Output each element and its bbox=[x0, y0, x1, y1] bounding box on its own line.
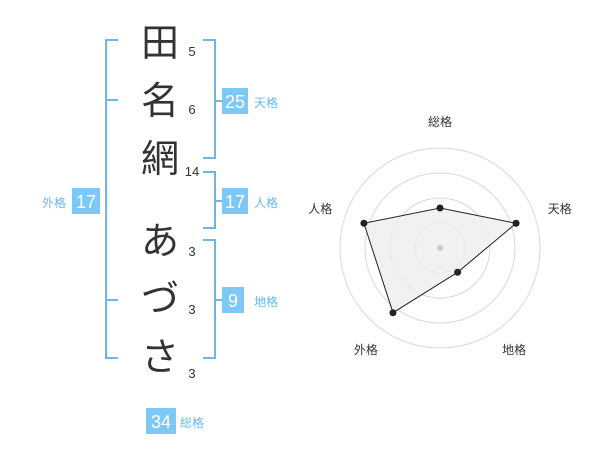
chikaku-bracket bbox=[203, 239, 216, 359]
radar-axis-label-5: 人格 bbox=[308, 201, 332, 216]
soukaku-badge bbox=[146, 408, 176, 434]
radar-point-2 bbox=[512, 219, 520, 227]
stroke-count-2: 6 bbox=[188, 102, 195, 117]
name-char-2: 名 bbox=[141, 79, 179, 123]
chikaku-badge bbox=[222, 287, 244, 313]
radar-axis-label-4: 外格 bbox=[354, 342, 378, 357]
radar-points bbox=[360, 204, 520, 317]
stroke-count-6: 3 bbox=[188, 366, 195, 381]
gaikaku-label: 外格 bbox=[42, 195, 66, 210]
soukaku-value: 34 bbox=[151, 412, 171, 432]
name-char-6: さ bbox=[141, 335, 179, 379]
stroke-count-3: 14 bbox=[185, 164, 199, 179]
radar-ring-4 bbox=[339, 147, 541, 349]
radar-point-1 bbox=[436, 204, 444, 212]
radar-point-5 bbox=[360, 219, 368, 227]
tenkaku-value: 25 bbox=[225, 92, 245, 112]
radar-center-dot bbox=[437, 245, 443, 251]
chikaku-value: 9 bbox=[228, 291, 238, 311]
jinkaku-label: 人格 bbox=[254, 195, 278, 210]
stroke-count-4: 3 bbox=[188, 244, 195, 259]
name-char-1: 田 bbox=[141, 21, 179, 65]
gaikaku-bracket bbox=[105, 39, 118, 359]
tenkaku-bracket bbox=[203, 39, 216, 159]
radar-point-3 bbox=[454, 268, 462, 276]
name-char-3: 網 bbox=[141, 137, 179, 181]
radar-axis-label-3: 地格 bbox=[502, 342, 526, 357]
radar-axis-label-1: 総格 bbox=[428, 114, 452, 129]
radar-area bbox=[363, 207, 518, 314]
name-char-5: づ bbox=[141, 277, 179, 321]
soukaku-label: 総格 bbox=[180, 415, 204, 430]
jinkaku-bracket bbox=[203, 171, 216, 229]
stroke-count-5: 3 bbox=[188, 302, 195, 317]
radar-axis-label-2: 天格 bbox=[548, 201, 572, 216]
jinkaku-badge bbox=[222, 188, 248, 214]
stroke-count-1: 5 bbox=[188, 44, 195, 59]
jinkaku-value: 17 bbox=[225, 192, 245, 212]
tenkaku-badge bbox=[222, 88, 248, 114]
radar-point-4 bbox=[389, 309, 397, 317]
radar-ring-3 bbox=[364, 172, 516, 324]
name-char-4: あ bbox=[141, 219, 179, 263]
gaikaku-value: 17 bbox=[76, 192, 96, 212]
tenkaku-label: 天格 bbox=[254, 95, 278, 110]
chikaku-label: 地格 bbox=[254, 294, 278, 309]
gaikaku-badge bbox=[72, 188, 100, 214]
